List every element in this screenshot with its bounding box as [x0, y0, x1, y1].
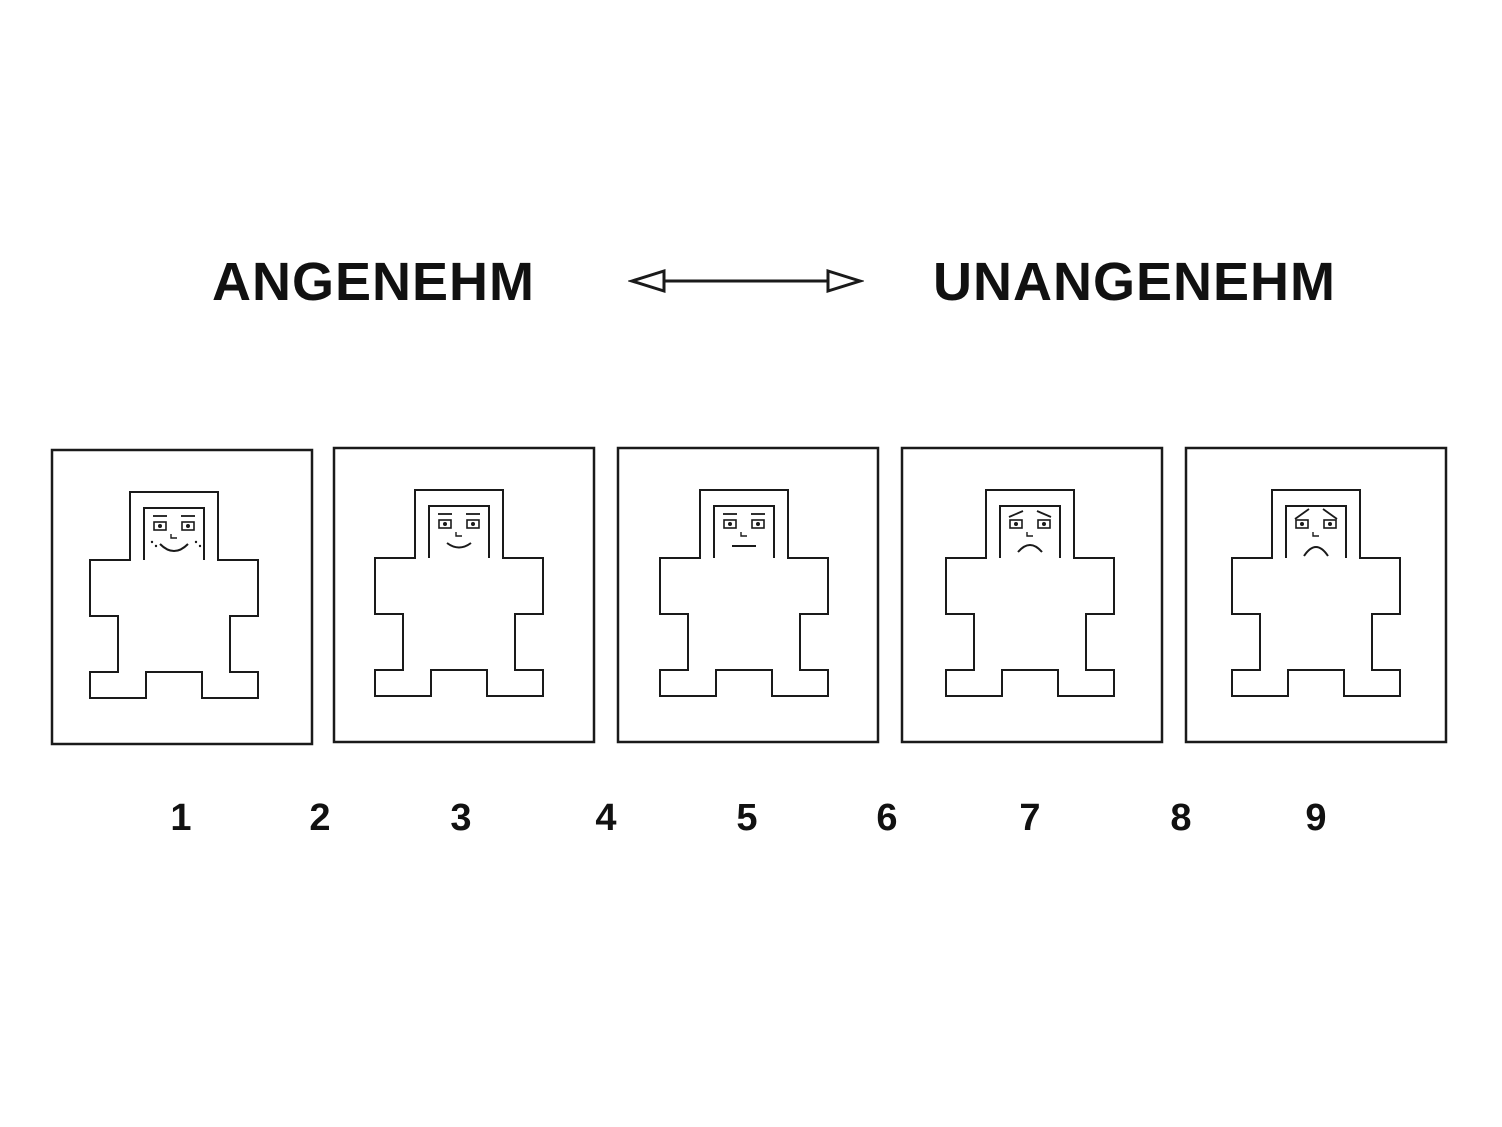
scale-number-7[interactable]: 7 — [1019, 797, 1041, 839]
content-figure-icon — [332, 446, 596, 744]
scale-number-9[interactable]: 9 — [1305, 797, 1327, 839]
label-angenehm: ANGENEHM — [212, 252, 536, 312]
scale-number-2[interactable]: 2 — [309, 797, 331, 839]
unhappy-figure-icon — [900, 446, 1164, 744]
scale-number-5[interactable]: 5 — [736, 797, 758, 839]
scale-number-4[interactable]: 4 — [595, 797, 617, 839]
distressed-figure-icon — [1184, 446, 1448, 744]
label-unangenehm: UNANGENEHM — [933, 252, 1337, 312]
double-headed-arrow-icon — [628, 268, 864, 294]
scale-number-1[interactable]: 1 — [170, 797, 192, 839]
happy-figure-icon — [50, 448, 314, 746]
scale-number-8[interactable]: 8 — [1170, 797, 1192, 839]
scale-number-3[interactable]: 3 — [450, 797, 472, 839]
neutral-figure-icon — [616, 446, 880, 744]
scale-number-6[interactable]: 6 — [876, 797, 898, 839]
